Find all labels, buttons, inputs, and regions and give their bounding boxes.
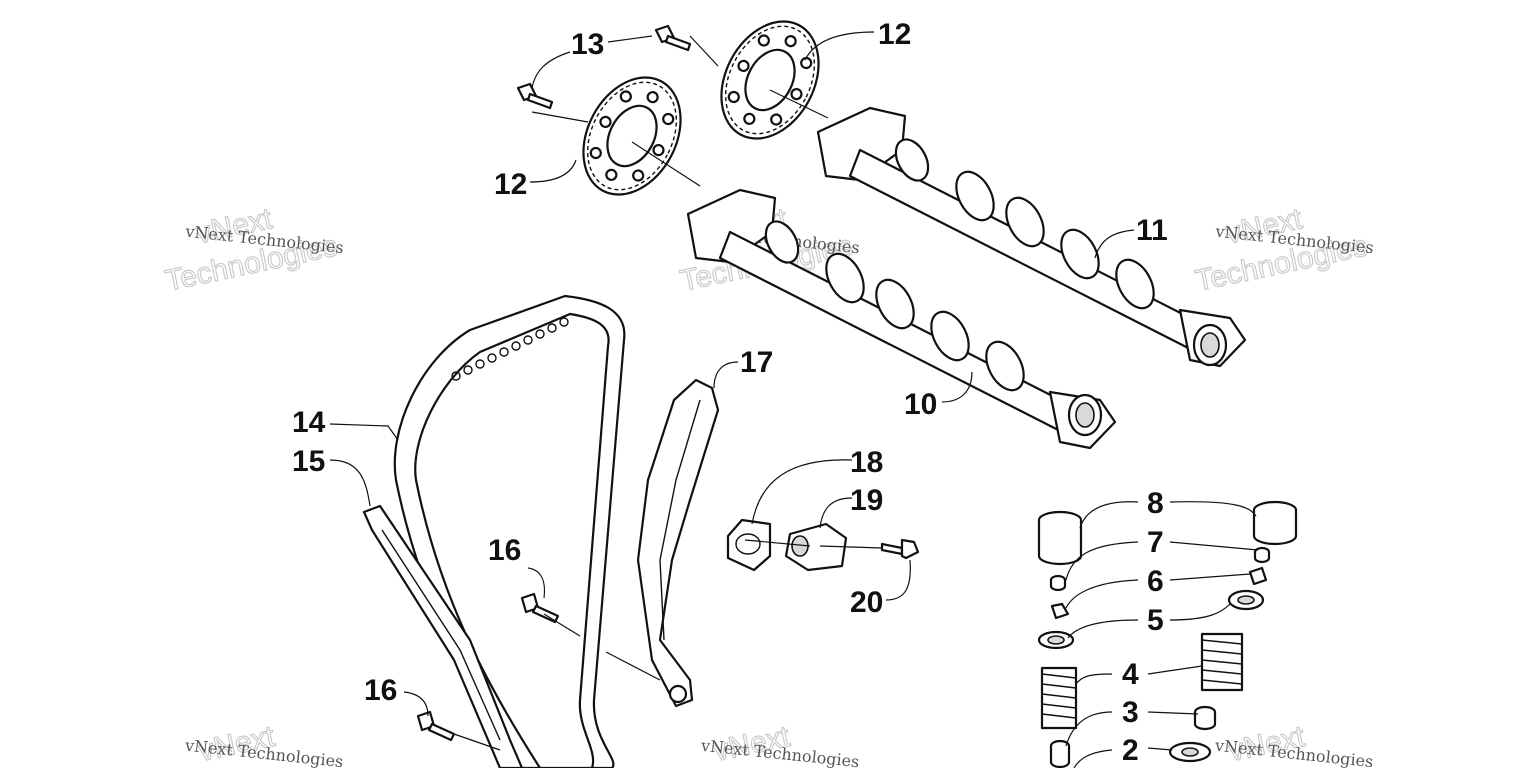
guide-bolt-upper [520, 592, 560, 624]
callout-8: 8 [1147, 487, 1164, 520]
valve-stem-seal-right [1193, 705, 1217, 731]
callout-15: 15 [292, 445, 325, 478]
callout-3: 3 [1122, 696, 1139, 729]
camshaft-11 [816, 106, 1247, 368]
valve-keeper-right [1248, 566, 1268, 586]
callout-18: 18 [850, 446, 883, 479]
callout-12-upper: 12 [878, 18, 911, 51]
valve-shim-left [1049, 574, 1067, 592]
sprocket-bolt-lower [516, 82, 554, 110]
callout-6: 6 [1147, 565, 1164, 598]
chain-guide-15 [362, 504, 524, 768]
callout-19: 19 [850, 484, 883, 517]
valve-tappet-left [1037, 510, 1083, 566]
callout-14: 14 [292, 406, 326, 439]
callout-17: 17 [740, 346, 773, 379]
callout-12-lower: 12 [494, 168, 527, 201]
spring-seat-right [1168, 741, 1212, 763]
leader-lines [329, 31, 1259, 768]
timing-chain-14 [393, 294, 626, 768]
valve-keeper-left [1050, 602, 1070, 620]
spring-retainer-left [1037, 630, 1075, 650]
camshaft-10 [686, 188, 1117, 450]
cam-sprocket-right [720, 20, 820, 140]
callout-20: 20 [850, 586, 883, 619]
callout-11: 11 [1136, 214, 1168, 247]
callout-10: 10 [904, 388, 937, 421]
cam-sprocket-left [582, 76, 682, 196]
spring-retainer-right [1227, 589, 1265, 611]
chain-guide-17 [636, 378, 720, 708]
callout-16-lower: 16 [364, 674, 397, 707]
valve-stem-seal-left [1049, 739, 1071, 768]
chain-tensioner-19 [784, 522, 848, 572]
callout-5: 5 [1147, 604, 1164, 637]
tensioner-gasket-18 [726, 518, 772, 572]
callout-7: 7 [1147, 526, 1164, 559]
callout-13: 13 [571, 28, 604, 61]
callout-4: 4 [1122, 658, 1139, 691]
guide-bolt-lower [416, 710, 456, 742]
valve-shim-right [1253, 546, 1271, 564]
tensioner-bolt-20 [880, 538, 920, 560]
valve-spring-right [1200, 632, 1244, 692]
sprocket-bolt-upper [654, 24, 692, 52]
callout-2: 2 [1122, 734, 1139, 767]
valve-tappet-right [1252, 500, 1298, 546]
valve-spring-left [1040, 666, 1078, 730]
callout-labels: 13 12 12 11 10 14 15 17 18 19 20 16 16 8… [292, 18, 1168, 767]
callout-16-upper: 16 [488, 534, 521, 567]
